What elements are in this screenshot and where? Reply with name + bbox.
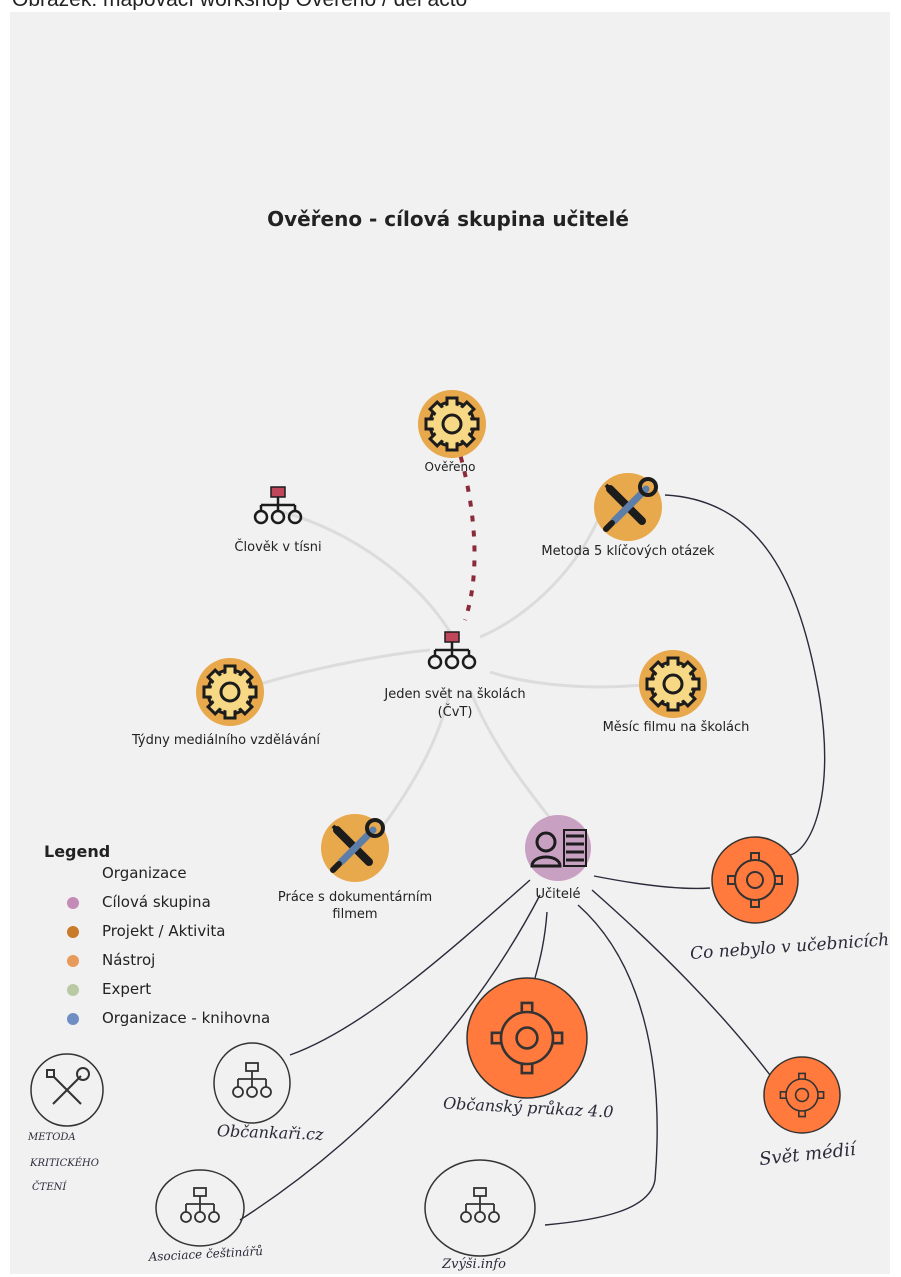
legend-swatch xyxy=(67,1013,79,1025)
edge-ucitele-conebylo xyxy=(593,875,711,890)
hand-label-obcankari: Občankaři.cz xyxy=(217,1121,325,1144)
legend-item-label: Organizace xyxy=(102,864,187,882)
legend-item-label: Organizace - knihovna xyxy=(102,1009,270,1027)
node-label-ucitele: Učitelé xyxy=(536,887,581,902)
legend-swatch xyxy=(67,926,79,938)
legend-swatch xyxy=(67,868,79,880)
handdrawn-tool-icon xyxy=(30,1053,104,1127)
node-label-clovek: Člověk v tísni xyxy=(234,539,321,555)
edge-ucitele-svetmedii xyxy=(591,889,771,1076)
legend-item-label: Projekt / Aktivita xyxy=(102,922,225,940)
hand-label-metoda-1: METODA xyxy=(27,1132,76,1143)
edge-ucitele-asociace xyxy=(239,894,541,1221)
edge-ucitele-jeden xyxy=(468,689,552,819)
edge-prace-jeden xyxy=(378,689,452,831)
hand-label-asociace: Asociace češtinářů xyxy=(147,1243,263,1264)
legend-item-label: Expert xyxy=(102,980,151,998)
tool-icon xyxy=(594,473,662,541)
edge-metoda-jeden xyxy=(479,519,600,639)
handdrawn-gear-icon xyxy=(763,1056,841,1134)
legend-item-label: Cílová skupina xyxy=(102,893,211,911)
handdrawn-organization-icon xyxy=(424,1159,536,1257)
legend-title: Legend xyxy=(44,842,110,861)
gear-icon xyxy=(418,390,486,458)
edge-ucitele-zvysi xyxy=(544,904,658,1226)
edge-ucitele-obcankari xyxy=(289,879,531,1056)
edge-clovek-jeden xyxy=(281,510,455,638)
page-caption: Obrázek: mapovací workshop Ověřeno / del… xyxy=(0,0,901,10)
node-label-prace: Práce s dokumentárním xyxy=(278,890,432,905)
paper-sheet xyxy=(10,12,890,1274)
node-label-metoda5: Metoda 5 klíčových otázek xyxy=(541,544,715,559)
handdrawn-organization-icon xyxy=(155,1169,245,1247)
diagram-title: Ověřeno - cílová skupina učitelé xyxy=(267,207,629,231)
node-label-mesic: Měsíc filmu na školách xyxy=(603,720,750,735)
node-label-tydny: Týdny mediálního vzdělávání xyxy=(131,733,320,748)
edge-overeno-jeden xyxy=(450,427,477,621)
hand-label-metoda-3: ČTENÍ xyxy=(32,1181,67,1193)
gear-icon xyxy=(639,650,707,718)
hand-label-zvysi: Zvýši.info xyxy=(441,1257,506,1272)
node-label-jeden-svet: Jeden svět na školách xyxy=(383,687,525,702)
handdrawn-connectors xyxy=(239,494,826,1226)
legend-swatch xyxy=(67,984,79,996)
target-group-icon xyxy=(525,815,591,881)
node-label-jeden-svet-abbr: (ČvT) xyxy=(438,704,473,720)
legend-swatch xyxy=(67,955,79,967)
node-label-prace-2: filmem xyxy=(332,907,377,922)
edge-ucitele-obcansky xyxy=(534,911,548,979)
edge-mesic-jeden xyxy=(489,670,643,689)
legend-item-label: Nástroj xyxy=(102,951,155,969)
hand-label-metoda-2: KRITICKÉHO xyxy=(29,1157,99,1169)
edge-metoda-conebylo xyxy=(664,494,826,856)
handdrawn-gear-icon xyxy=(466,977,588,1099)
node-label-overeno: Ověřeno xyxy=(425,460,476,474)
handdrawn-organization-icon xyxy=(213,1042,291,1124)
tool-icon xyxy=(321,814,389,882)
handdrawn-gear-icon xyxy=(711,836,799,924)
handdrawn-nodes: Co nebylo v učebnicích Občanský průkaz 4… xyxy=(27,836,890,1272)
gear-icon xyxy=(196,658,264,726)
legend-swatch xyxy=(67,897,79,909)
